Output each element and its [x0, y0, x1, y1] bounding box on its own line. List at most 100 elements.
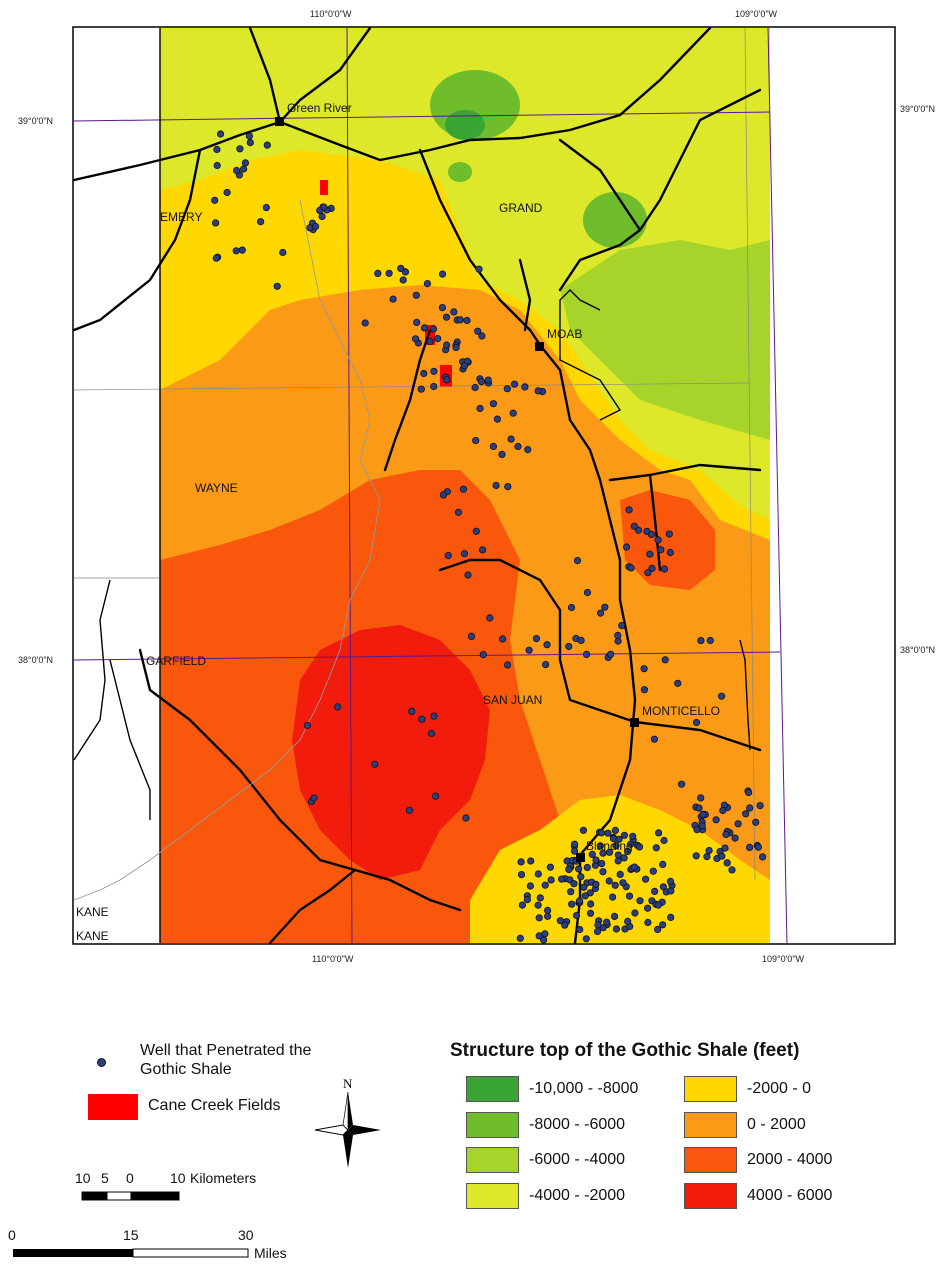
well-dot: [599, 868, 607, 876]
well-dot: [699, 810, 707, 819]
well-dot: [667, 887, 675, 895]
well-dot: [643, 904, 652, 912]
well-dot: [514, 442, 522, 451]
well-dot: [606, 650, 615, 658]
well-dot: [659, 860, 667, 869]
well-dot: [586, 909, 595, 917]
well-dot: [641, 875, 650, 883]
well-dot: [599, 849, 607, 857]
town-label-green-river: Green River: [287, 101, 352, 115]
well-dot: [630, 863, 639, 871]
well-dot: [721, 844, 729, 852]
well-dot: [504, 482, 512, 491]
well-dot: [430, 712, 438, 720]
well-dot: [647, 530, 656, 539]
well-dot: [577, 873, 585, 881]
well-dot: [596, 842, 604, 850]
well-dot: [574, 865, 583, 873]
well-dot: [601, 603, 609, 611]
county-boundaries: [73, 28, 751, 943]
well-dot: [658, 921, 667, 929]
well-dot: [582, 935, 590, 943]
mi-tick-30: 30: [238, 1227, 254, 1243]
town-label-blanding: Blanding: [586, 839, 633, 853]
well-dot: [644, 569, 652, 577]
legend-swatch: [466, 1076, 519, 1102]
well-dot: [413, 318, 421, 326]
well-dot: [532, 634, 541, 643]
well-dot: [706, 636, 714, 645]
well-dot: [592, 856, 600, 864]
well-dot: [245, 132, 253, 140]
well-dot: [493, 415, 501, 423]
well-dot: [674, 679, 682, 687]
legend-swatch: [466, 1183, 519, 1209]
well-dot: [541, 930, 549, 938]
well-dot: [438, 303, 446, 312]
well-dot: [570, 847, 579, 855]
well-dot: [217, 130, 225, 138]
legend-class-4: -4000 - -2000: [466, 1183, 625, 1209]
well-dot: [434, 334, 442, 343]
well-dot: [262, 204, 270, 212]
well-dot: [723, 859, 731, 867]
well-dot: [397, 264, 405, 272]
well-dot: [472, 436, 480, 445]
mi-tick-15: 15: [123, 1227, 139, 1243]
well-dot: [212, 219, 220, 227]
legend-swatch: [684, 1183, 737, 1209]
well-dot: [444, 551, 452, 560]
well-dot: [438, 270, 447, 278]
km-tick-5: 5: [101, 1170, 109, 1186]
well-dot: [543, 641, 551, 649]
well-dot: [561, 921, 569, 929]
legend-title: Structure top of the Gothic Shale (feet): [450, 1040, 800, 1061]
well-dot: [430, 382, 438, 391]
well-dot: [462, 814, 470, 822]
well-dot: [608, 893, 617, 901]
well-dot: [588, 850, 596, 859]
north-arrow-icon: [314, 1091, 381, 1168]
well-dot: [570, 880, 578, 888]
mile-scale-bar: [13, 1248, 249, 1258]
well-dot: [486, 614, 494, 622]
well-dot: [619, 879, 627, 887]
well-dot: [463, 316, 471, 325]
well-dot: [745, 843, 754, 852]
well-dot: [420, 369, 428, 378]
well-dot: [598, 859, 606, 868]
coord-bottom-109: 109°0'0"W: [762, 954, 805, 964]
well-dot: [640, 665, 648, 673]
well-dot: [503, 661, 512, 669]
well-dot: [534, 870, 542, 878]
well-dot: [477, 378, 486, 386]
well-dot: [246, 139, 254, 147]
well-dot: [697, 794, 705, 802]
town-marker-blanding: [576, 853, 585, 862]
well-dot: [626, 840, 635, 848]
km-tick-10-left: 10: [75, 1170, 91, 1186]
well-dot: [640, 686, 649, 694]
well-dot: [635, 843, 644, 851]
well-dot: [442, 313, 451, 321]
well-dot: [728, 866, 736, 874]
well-dot: [232, 247, 240, 255]
well-dot: [212, 254, 220, 262]
well-dot: [717, 692, 726, 700]
well-dot: [565, 865, 573, 874]
coord-top-110: 110°0'0"W: [310, 9, 352, 19]
county-label-emery: EMERY: [160, 210, 202, 224]
well-dot: [213, 145, 221, 154]
roads: [72, 26, 762, 945]
well-dot: [526, 882, 535, 890]
well-dot: [518, 901, 527, 909]
well-dot: [442, 341, 451, 349]
well-dot: [492, 481, 500, 490]
well-dot: [620, 854, 628, 862]
well-dot: [418, 715, 426, 723]
well-dot: [666, 548, 674, 557]
well-dot: [241, 159, 249, 167]
well-dot: [509, 409, 517, 417]
well-dot: [611, 826, 620, 835]
well-dot: [614, 857, 622, 865]
